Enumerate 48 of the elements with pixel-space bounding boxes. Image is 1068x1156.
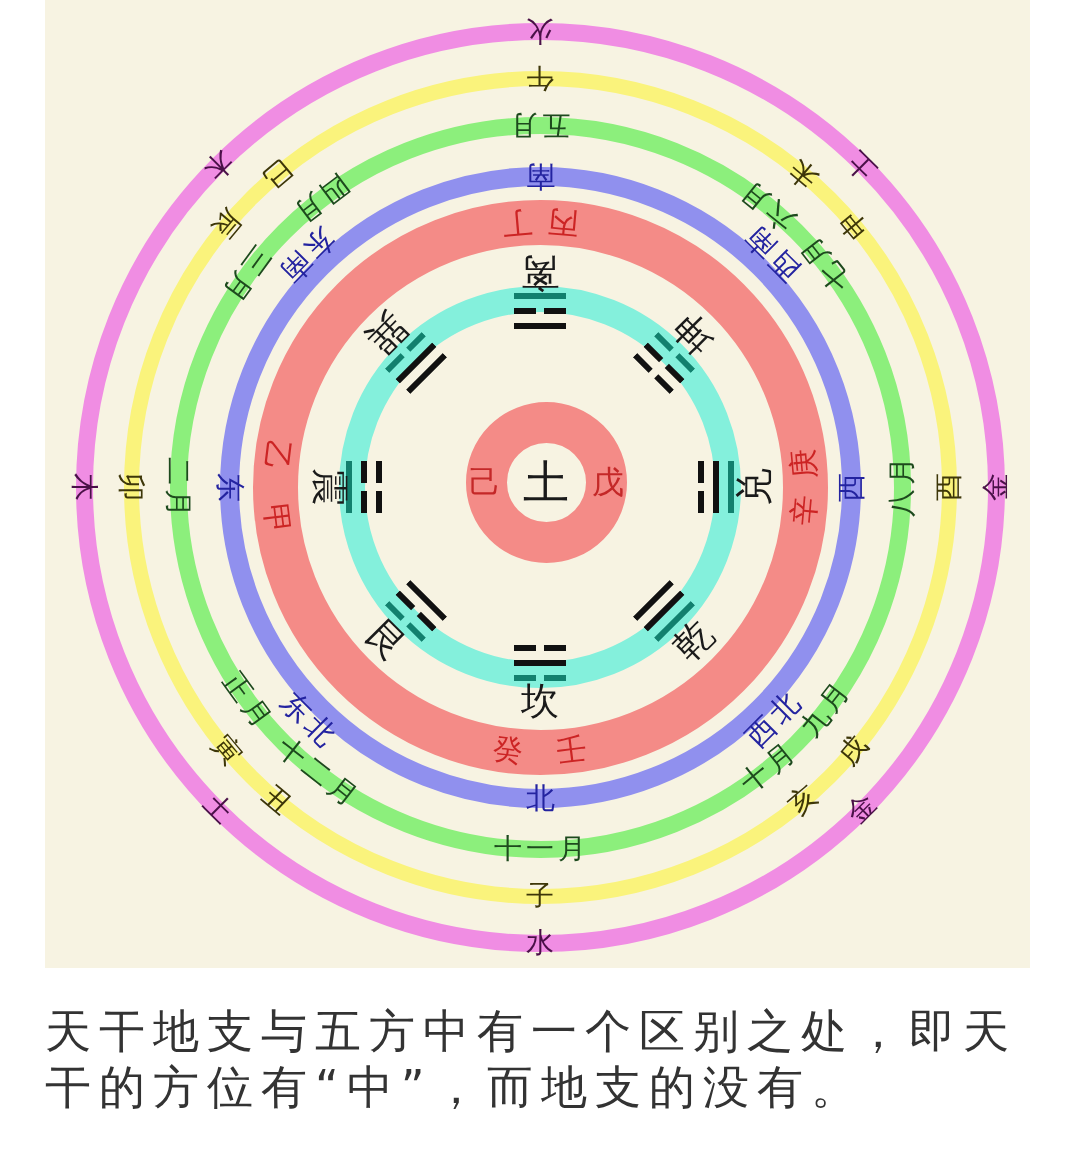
trigram-name: 离 [521,254,559,292]
center-label: 戊 [592,466,624,498]
element-label: 土 [197,789,238,830]
trigram-name: 坎 [521,682,559,720]
direction-label: 北 [525,783,555,813]
element-label: 土 [842,144,883,185]
branch-label: 酉 [935,473,963,501]
stem-label: 庚 [787,447,821,481]
branch-label: 午 [526,64,554,92]
branch-label: 未 [783,153,823,194]
stem-label: 癸 [491,733,525,767]
month-label: 五月 [506,111,571,139]
direction-label: 东 [214,472,244,502]
stem-label: 壬 [555,733,589,767]
branch-label: 寅 [206,730,247,770]
center-label: 土 [523,459,569,505]
branch-label: 巳 [257,153,297,194]
trigram-name: 兑 [735,468,773,506]
branch-label: 卯 [117,473,145,501]
month-label: 八月 [888,453,916,519]
element-label: 金 [842,789,883,830]
stem-label: 丙 [546,206,580,240]
stem-label: 辛 [787,493,821,527]
caption: 天干地支与五方中有一个区别之处，即天干的方位有“中”，而地支的没有。 [45,1003,1018,1115]
trigram-name: 坤 [665,307,720,362]
trigram-name: 震 [311,468,349,506]
element-label: 水 [526,929,554,957]
center-ring [465,401,627,563]
branch-label: 丑 [257,780,297,820]
direction-label: 西 [836,472,866,502]
direction-label: 南 [525,161,555,191]
center-label: 己 [469,466,501,498]
stem-label: 乙 [260,438,294,472]
month-label: 十一月 [493,835,590,863]
element-label: 木 [197,144,238,185]
month-label: 二月 [164,456,192,521]
trigram-name: 巽 [360,307,415,362]
trigram-name: 艮 [360,612,415,667]
branch-label: 子 [526,882,554,910]
stem-label: 丁 [500,206,534,240]
branch-label: 申 [833,204,873,244]
element-label: 金 [982,473,1010,501]
branch-label: 戌 [833,730,873,770]
stem-label: 甲 [260,502,294,536]
branch-label: 亥 [783,780,823,820]
element-label: 火 [526,17,554,45]
element-label: 木 [70,473,98,501]
trigram-name: 乾 [665,612,720,667]
